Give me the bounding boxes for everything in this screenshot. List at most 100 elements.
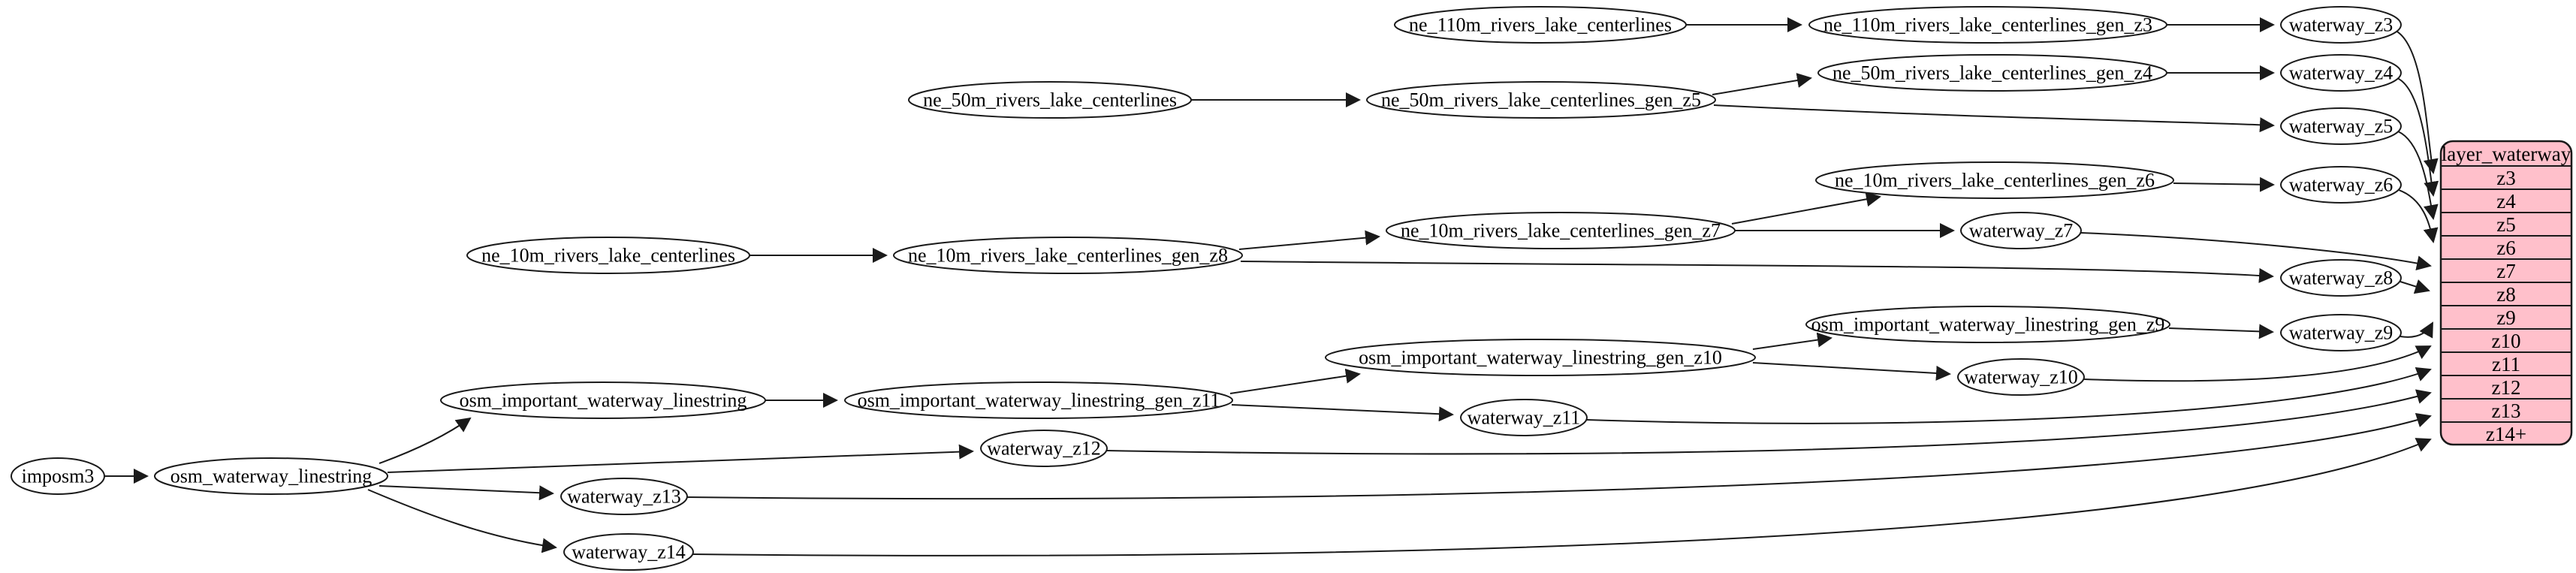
node-ne10m-gen-z7: ne_10m_rivers_lake_centerlines_gen_z7 [1386,212,1736,249]
node-waterway-z12-shape [980,430,1108,467]
node-ne50m-gen-z5: ne_50m_rivers_lake_centerlines_gen_z5 [1366,81,1716,119]
node-osm-waterway-linestring-shape [154,457,388,495]
node-waterway-z7-label: waterway_z7 [1969,220,2074,242]
node-waterway-z12: waterway_z12 [980,430,1108,467]
node-waterway-z3-label: waterway_z3 [2289,14,2394,36]
table-row-z7: z7 [2496,260,2515,282]
edge-gen-z7-to-gen-z6 [1731,192,1881,225]
table-background [2439,140,2573,446]
node-waterway-z4-label: waterway_z4 [2289,62,2394,84]
node-ne50m-gen-z5-shape [1366,81,1716,119]
table-row-z13: z13 [2492,400,2521,422]
node-waterway-z13: waterway_z13 [560,478,688,515]
node-waterway-z10-label: waterway_z10 [1964,366,2078,388]
edge-gen-z5-to-waterway-z5 [1713,104,2275,133]
node-ne110m-rivers-lake-centerlines: ne_110m_rivers_lake_centerlines [1394,6,1687,44]
edge-gen-z11-to-waterway-z11 [1231,404,1454,422]
node-waterway-z6: waterway_z6 [2280,166,2402,204]
table-row-z5: z5 [2496,213,2515,236]
node-ne50m-gen-z4: ne_50m_rivers_lake_centerlines_gen_z4 [1817,54,2167,92]
node-ne10m-gen-z6-shape [1815,161,2174,199]
edge-waterway-z7-to-row-z7 [2080,232,2432,271]
node-ne10m-gen-z6-label: ne_10m_rivers_lake_centerlines_gen_z6 [1835,170,2155,192]
node-waterway-z8: waterway_z8 [2280,259,2402,297]
node-osm-important-waterway-linestring: osm_important_waterway_linestring [440,381,766,419]
node-osm-important-waterway-linestring-gen-z11-label: osm_important_waterway_linestring_gen_z1… [858,390,1220,412]
node-osm-waterway-linestring: osm_waterway_linestring [154,457,388,495]
edge-osm-waterway-to-waterway-z14 [367,489,557,553]
edge-osm-waterway-to-waterway-z13 [379,485,554,501]
table-title: layer_waterway [2442,143,2571,165]
node-osm-waterway-linestring-label: osm_waterway_linestring [170,466,373,487]
edge-waterway-z14-to-row-z14 [692,438,2432,556]
table-row-z12: z12 [2492,376,2521,399]
edge-gen-z5-to-gen-z4 [1712,73,1812,95]
edge-waterway-z8-to-row-z8 [2400,279,2430,294]
node-osm-important-waterway-linestring-gen-z9-label: osm_important_waterway_linestring_gen_z9 [1811,314,2165,336]
edge-waterway-z13-to-row-z13 [686,412,2432,500]
node-osm-important-waterway-linestring-gen-z11: osm_important_waterway_linestring_gen_z1… [844,381,1233,419]
node-ne10m-gen-z7-shape [1386,212,1736,249]
node-ne10m-rivers-lake-centerlines: ne_10m_rivers_lake_centerlines [466,237,750,274]
node-ne110m-gen-z3: ne_110m_rivers_lake_centerlines_gen_z3 [1808,6,2167,44]
node-ne10m-gen-z8: ne_10m_rivers_lake_centerlines_gen_z8 [893,237,1243,274]
node-waterway-z12-label: waterway_z12 [987,438,1101,460]
node-waterway-z11-shape [1460,399,1588,436]
edge-gen-z8-to-waterway-z8 [1240,261,2274,283]
node-waterway-z5: waterway_z5 [2280,107,2402,145]
node-osm-important-waterway-linestring-shape [440,381,766,419]
edge-osm-waterway-to-osm-important-waterway [379,417,472,464]
table-row-z11: z11 [2492,353,2520,375]
table-row-z4: z4 [2496,190,2516,213]
table-row-z3: z3 [2496,167,2515,189]
edge-waterway-z3-to-row-z3 [2395,30,2439,174]
node-ne10m-rivers-lake-centerlines-label: ne_10m_rivers_lake_centerlines [481,245,735,267]
node-ne50m-rivers-lake-centerlines-label: ne_50m_rivers_lake_centerlines [923,89,1177,111]
node-ne110m-gen-z3-shape [1808,6,2167,44]
node-waterway-z10-shape [1957,358,2085,396]
table-row-z14plus: z14+ [2486,423,2526,445]
table-layer-waterway: layer_waterway z3 z4 z5 z6 z7 z8 z9 z10 … [2439,140,2573,446]
node-ne10m-gen-z6: ne_10m_rivers_lake_centerlines_gen_z6 [1815,161,2174,199]
table-row-z6: z6 [2496,237,2515,259]
edge-waterway-z6-to-row-z6 [2398,189,2439,243]
edge-osm-waterway-to-waterway-z12 [387,444,974,473]
node-waterway-z5-shape [2280,107,2402,145]
table-row-z8: z8 [2496,283,2515,306]
node-waterway-z6-shape [2280,166,2402,204]
node-imposm3-label: imposm3 [22,466,95,487]
node-ne10m-gen-z8-shape [893,237,1243,274]
node-waterway-z8-shape [2280,259,2402,297]
node-ne110m-gen-z3-label: ne_110m_rivers_lake_centerlines_gen_z3 [1823,14,2152,36]
node-waterway-z11-label: waterway_z11 [1467,407,1581,429]
node-waterway-z14: waterway_z14 [563,533,694,571]
node-ne10m-gen-z7-label: ne_10m_rivers_lake_centerlines_gen_z7 [1401,220,1721,242]
node-osm-important-waterway-linestring-gen-z10-label: osm_important_waterway_linestring_gen_z1… [1359,347,1722,369]
edge-waterway-z11-to-row-z11 [1586,366,2432,424]
edge-waterway-z12-to-row-z12 [1106,389,2432,455]
node-waterway-z7-shape [1960,212,2082,249]
edge-layer [104,17,2439,556]
node-waterway-z7: waterway_z7 [1960,212,2082,249]
node-waterway-z3: waterway_z3 [2280,6,2402,44]
edge-gen-z11-to-gen-z10 [1229,368,1361,394]
node-osm-important-waterway-linestring-gen-z10: osm_important_waterway_linestring_gen_z1… [1325,339,1756,376]
node-ne50m-gen-z4-label: ne_50m_rivers_lake_centerlines_gen_z4 [1832,62,2152,84]
node-waterway-z8-label: waterway_z8 [2289,267,2394,289]
node-ne10m-rivers-lake-centerlines-shape [466,237,750,274]
edge-waterway-z9-to-row-z9 [2400,321,2433,339]
table-row-z10: z10 [2492,330,2521,352]
node-waterway-z13-shape [560,478,688,515]
node-waterway-z9-shape [2280,314,2402,351]
edge-waterway-z5-to-row-z5 [2397,131,2439,220]
node-waterway-z9-label: waterway_z9 [2289,322,2394,344]
node-waterway-z14-shape [563,533,694,571]
edge-waterway-z10-to-row-z10 [2083,345,2432,382]
node-osm-important-waterway-linestring-label: osm_important_waterway_linestring [460,390,747,412]
table-row-z9: z9 [2496,306,2515,329]
node-imposm3-shape [11,457,105,495]
node-waterway-z11: waterway_z11 [1460,399,1588,436]
edge-gen-z10-to-waterway-z10 [1752,362,1951,381]
